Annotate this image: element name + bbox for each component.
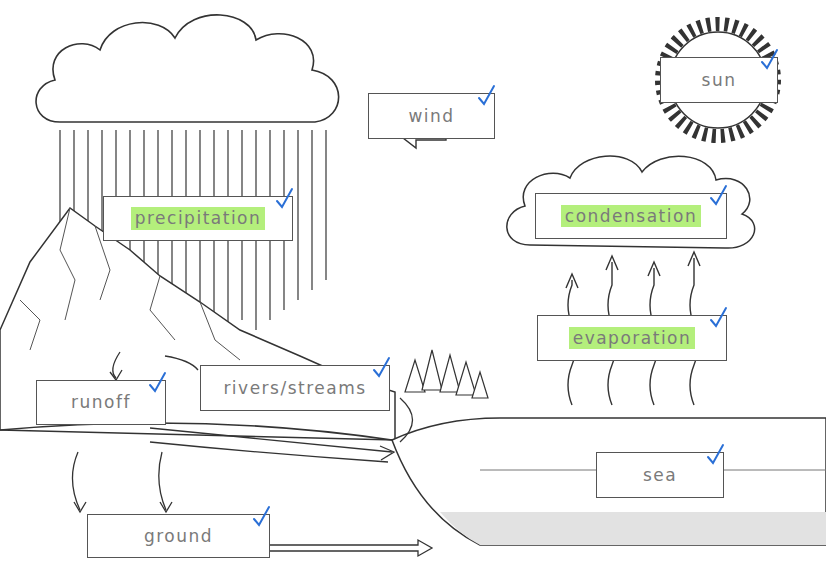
check-mark [251,505,271,529]
check-mark [708,184,728,208]
check-mark [705,443,725,467]
trees [405,350,488,398]
handwritten-label: wind [404,105,458,127]
handwritten-label: sea [639,464,681,486]
label-box: ground [87,514,270,558]
check-mark [371,356,391,380]
sea-shade [440,512,826,545]
check-mark [476,84,496,108]
handwritten-label: ground [140,525,217,547]
label-box: rivers/streams [200,365,390,411]
label-box: sea [596,452,724,498]
handwritten-label: runoff [67,391,135,413]
label-box: sun [660,57,778,103]
check-mark [147,371,167,395]
mountain [0,208,395,440]
handwritten-label: rivers/streams [219,377,370,399]
sea [392,418,826,545]
handwritten-label: evaporation [569,327,696,349]
label-box: precipitation [103,196,293,241]
rain-cloud [36,15,339,122]
condensation-cloud [507,156,755,248]
evaporation-arrows [566,252,700,405]
label-box: wind [368,93,495,139]
check-mark [274,187,294,211]
label-box: runoff [36,380,166,425]
label-box: condensation [535,193,727,239]
handwritten-label: sun [698,69,741,91]
label-box: evaporation [537,315,727,361]
check-mark [708,306,728,330]
handwritten-label: condensation [561,205,701,227]
handwritten-label: precipitation [131,207,266,229]
land-surface [0,423,392,440]
check-mark [759,48,779,72]
